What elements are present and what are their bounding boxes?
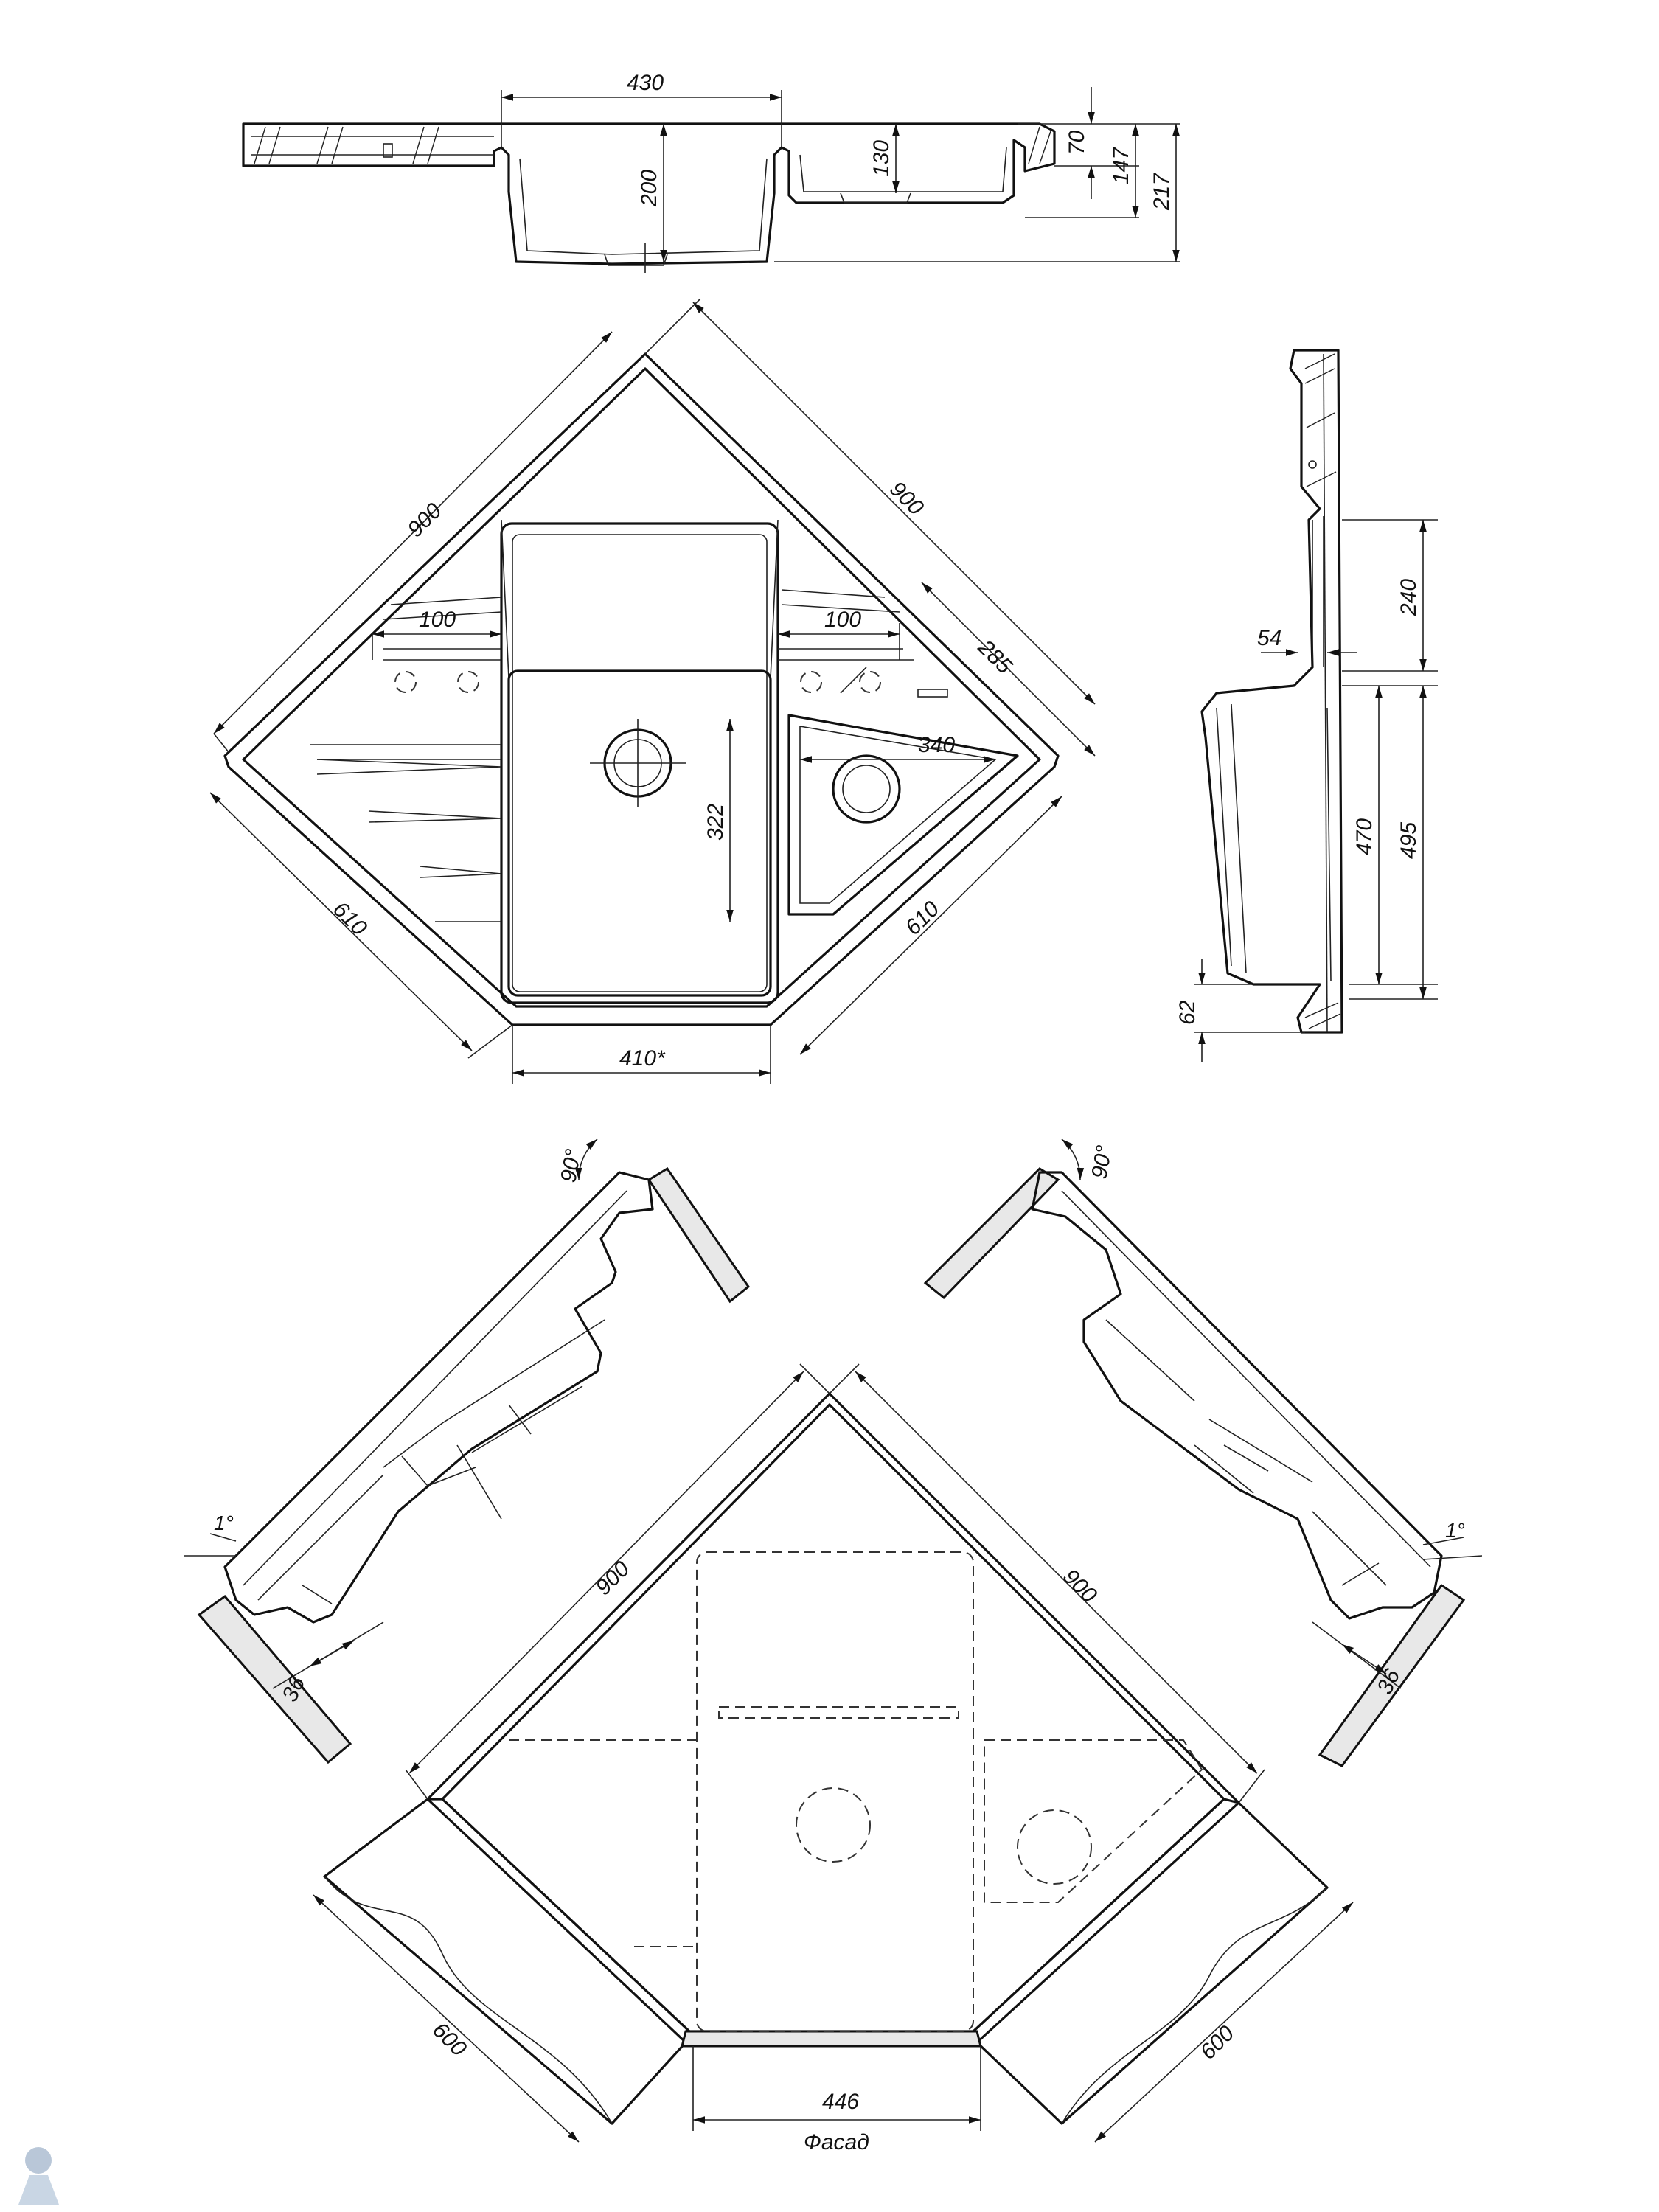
cab-dim-600-right: 600 xyxy=(1196,2021,1239,2065)
left-countertop-bottom xyxy=(197,1594,352,1764)
overflow-slot xyxy=(917,689,948,698)
install-right-section: 90° 1° 36 xyxy=(923,1138,1483,1767)
plan-view: 900 900 610 610 410* 100 100 285 340 322 xyxy=(209,298,1096,1084)
main-bowl-lower xyxy=(507,669,772,997)
hidden-main-bowl xyxy=(696,1551,974,2032)
tap-hole-4 xyxy=(859,671,881,693)
dim-240: 240 xyxy=(1397,579,1421,616)
dim-130: 130 xyxy=(869,140,894,177)
side-view: 240 54 470 495 62 xyxy=(1175,349,1438,1062)
dim-610-left: 610 xyxy=(328,897,372,941)
dim-62: 62 xyxy=(1175,1000,1200,1025)
right-sink-profile xyxy=(1031,1171,1443,1620)
overflow-hole xyxy=(383,143,393,158)
dim-430: 430 xyxy=(627,71,664,95)
brand-logo-icon xyxy=(18,2147,59,2205)
dim-70: 70 xyxy=(1065,130,1089,155)
front-panel xyxy=(681,2030,982,2048)
dim-495: 495 xyxy=(1397,822,1421,859)
left-countertop-top xyxy=(647,1166,751,1304)
rim-lines xyxy=(251,136,494,156)
side-profile-outline xyxy=(1200,349,1343,1034)
tap-hole-2 xyxy=(457,671,479,693)
dim-610-right: 610 xyxy=(901,897,945,940)
main-bowl-inner xyxy=(519,158,768,255)
top-section-view: 430 200 130 70 147 217 xyxy=(242,71,1180,273)
dim-147: 147 xyxy=(1109,147,1133,184)
tap-hole-3 xyxy=(800,671,822,693)
right-countertop-bottom xyxy=(1318,1583,1466,1767)
dim-100-right: 100 xyxy=(824,608,861,632)
angle-90-right: 90° xyxy=(1087,1144,1116,1180)
plan-outline xyxy=(223,352,1060,1026)
install-cabinet-plan: 900 900 600 600 446 Фасад xyxy=(313,1363,1354,2154)
cab-dim-900-right: 900 xyxy=(1058,1565,1102,1608)
dim-54: 54 xyxy=(1257,626,1281,650)
dim-217: 217 xyxy=(1150,173,1174,211)
angle-90-left: 90° xyxy=(556,1147,585,1184)
dim-322: 322 xyxy=(703,804,728,841)
dim-200: 200 xyxy=(637,170,661,207)
left-sink-profile xyxy=(223,1171,654,1624)
tilt-1-left: 1° xyxy=(214,1512,234,1534)
hidden-small-drain xyxy=(1017,1809,1092,1885)
drainboard-grooves xyxy=(310,589,914,922)
dim-470: 470 xyxy=(1352,818,1377,855)
install-left-section: 90° 1° 36 xyxy=(184,1138,751,1764)
small-bowl-inner xyxy=(799,147,1007,192)
cab-dim-600-left: 600 xyxy=(428,2018,471,2062)
dim-410: 410* xyxy=(619,1046,666,1071)
hidden-small-bowl xyxy=(984,1739,1203,1903)
tap-hole-1 xyxy=(394,671,417,693)
dim-285: 285 xyxy=(973,635,1017,679)
main-bowl xyxy=(500,522,779,1004)
dim-900-right: 900 xyxy=(885,477,928,521)
dim-100-left: 100 xyxy=(419,608,456,632)
cab-dim-900-left: 900 xyxy=(591,1557,635,1600)
right-countertop-top xyxy=(923,1167,1060,1300)
dim-340: 340 xyxy=(918,733,955,757)
facade-label: Фасад xyxy=(804,2130,869,2154)
right-cabinet xyxy=(972,1798,1329,2125)
rim-hatch xyxy=(254,126,1051,164)
facade-width-446: 446 xyxy=(822,2090,859,2114)
hidden-main-drain xyxy=(796,1787,871,1863)
tilt-1-right: 1° xyxy=(1445,1519,1465,1542)
small-drain xyxy=(840,192,911,204)
